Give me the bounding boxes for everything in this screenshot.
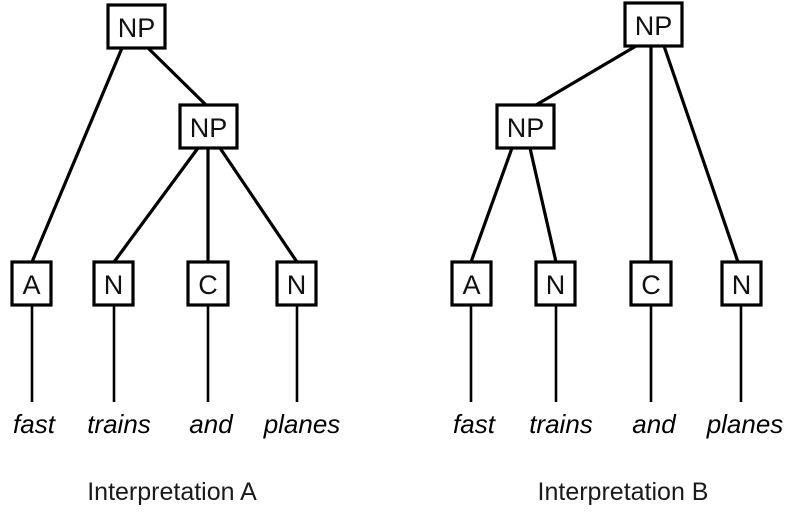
terminal-word: trains	[529, 409, 593, 439]
terminal-word: fast	[13, 409, 57, 439]
node-label: NP	[635, 11, 673, 41]
node-box-n[interactable]	[720, 260, 763, 307]
terminal-word: planes	[706, 409, 784, 439]
node-box-np[interactable]	[178, 103, 239, 150]
node-box-c[interactable]	[629, 260, 673, 307]
node-label: C	[641, 270, 661, 300]
tree-edge	[30, 47, 124, 263]
node-box-a[interactable]	[450, 260, 493, 307]
node-label: N	[104, 270, 124, 300]
node-box-a[interactable]	[10, 260, 53, 307]
node-label: N	[732, 270, 752, 300]
node-box-np[interactable]	[106, 3, 167, 50]
node-label: NP	[190, 113, 228, 143]
node-label: A	[22, 270, 40, 300]
terminal-word: trains	[87, 409, 151, 439]
tree-edge	[112, 147, 200, 263]
tree-edge	[469, 147, 514, 263]
terminal-word: planes	[263, 409, 341, 439]
node-label: N	[287, 270, 307, 300]
tree-edge	[218, 147, 299, 263]
node-label: N	[546, 270, 566, 300]
tree-caption: Interpretation A	[87, 478, 257, 506]
tree-edge	[528, 147, 558, 263]
tree-edge	[662, 45, 740, 263]
node-label: NP	[118, 13, 156, 43]
node-box-n[interactable]	[275, 260, 318, 307]
node-box-n[interactable]	[534, 260, 577, 307]
node-box-np[interactable]	[495, 103, 556, 150]
tree-edge	[535, 44, 637, 107]
terminal-word: and	[189, 409, 234, 439]
node-label: A	[462, 270, 480, 300]
node-box-n[interactable]	[92, 260, 135, 307]
terminal-word: fast	[453, 409, 497, 439]
node-label: NP	[507, 113, 545, 143]
node-box-c[interactable]	[186, 260, 230, 307]
node-label: C	[198, 270, 218, 300]
tree-edge	[146, 46, 208, 107]
terminal-word: and	[632, 409, 677, 439]
tree-caption: Interpretation B	[538, 478, 709, 506]
node-box-np[interactable]	[623, 1, 684, 48]
